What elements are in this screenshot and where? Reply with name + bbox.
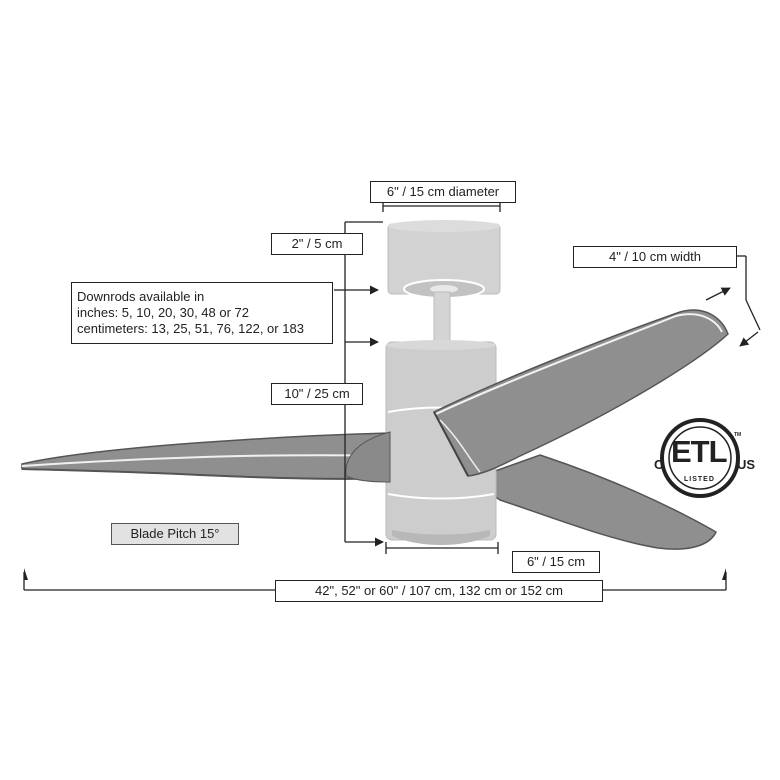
- light-width-label: 6" / 15 cm: [512, 551, 600, 573]
- left-blade: [21, 432, 395, 480]
- back-blade: [468, 454, 717, 550]
- etl-listed-text: LISTED: [684, 476, 715, 483]
- etl-c-text: C: [654, 457, 664, 472]
- canopy-height-label: 2" / 5 cm: [271, 233, 363, 255]
- downrods-info-box: Downrods available in inches: 5, 10, 20,…: [71, 282, 333, 344]
- etl-us-text: US: [737, 457, 756, 472]
- front-blade: [432, 309, 729, 477]
- etl-mark-text: ETL: [671, 434, 728, 469]
- downrods-line-2: inches: 5, 10, 20, 30, 48 or 72: [77, 305, 250, 320]
- blade-pitch-label: Blade Pitch 15°: [111, 523, 239, 545]
- blade-width-label: 4" / 10 cm width: [573, 246, 737, 268]
- span-label: 42", 52" or 60" / 107 cm, 132 cm or 152 …: [275, 580, 603, 602]
- span-right-tick: [722, 568, 726, 580]
- fan-body: [385, 220, 501, 545]
- motor-height-label: 10" / 25 cm: [271, 383, 363, 405]
- etl-tm-text: TM: [734, 432, 742, 438]
- downrods-line-1: Downrods available in: [77, 289, 205, 304]
- left-blade-arm: [345, 431, 391, 483]
- diameter-label: 6" / 15 cm diameter: [370, 181, 516, 203]
- span-left-tick: [24, 568, 28, 580]
- etl-certification-icon: [660, 418, 740, 498]
- downrods-line-3: centimeters: 13, 25, 51, 76, 122, or 183: [77, 321, 304, 336]
